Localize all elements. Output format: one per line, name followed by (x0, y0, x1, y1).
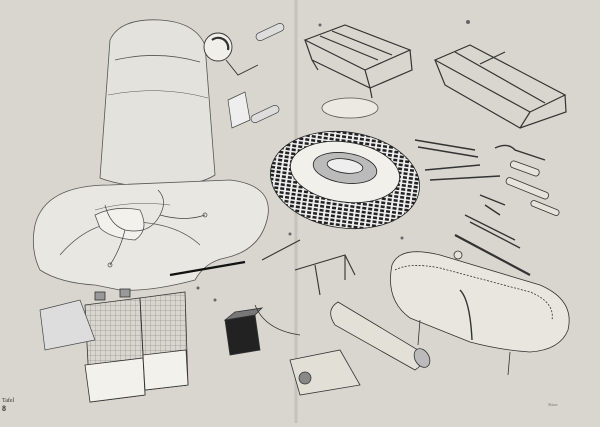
spare-tyre (270, 130, 420, 230)
leg-shield (32, 179, 269, 291)
battery-left (84, 288, 146, 403)
rear-mirror (203, 32, 259, 76)
windshield (99, 19, 216, 189)
lamp-assembly (289, 349, 361, 396)
handlebar-grips (227, 23, 285, 129)
rear-luggage-rack (433, 44, 567, 129)
small-fittings (196, 20, 470, 302)
wiring-harness (104, 189, 208, 268)
battery-right (139, 291, 189, 391)
stand-bracket (261, 239, 356, 296)
silencer (330, 301, 431, 371)
plate-word: Tafel (2, 398, 15, 404)
cable (254, 304, 301, 336)
battery-tray (39, 299, 96, 351)
tool-kit (414, 139, 560, 276)
plate-label: Tafel 8 (2, 398, 15, 413)
spring-rod (169, 260, 246, 277)
regulator-box (223, 307, 264, 356)
wheel-cover (321, 97, 379, 119)
signature: Skizze (548, 402, 558, 407)
front-luggage-rack (303, 24, 413, 99)
plate-number: 8 (2, 404, 6, 413)
dual-seat (390, 251, 570, 376)
